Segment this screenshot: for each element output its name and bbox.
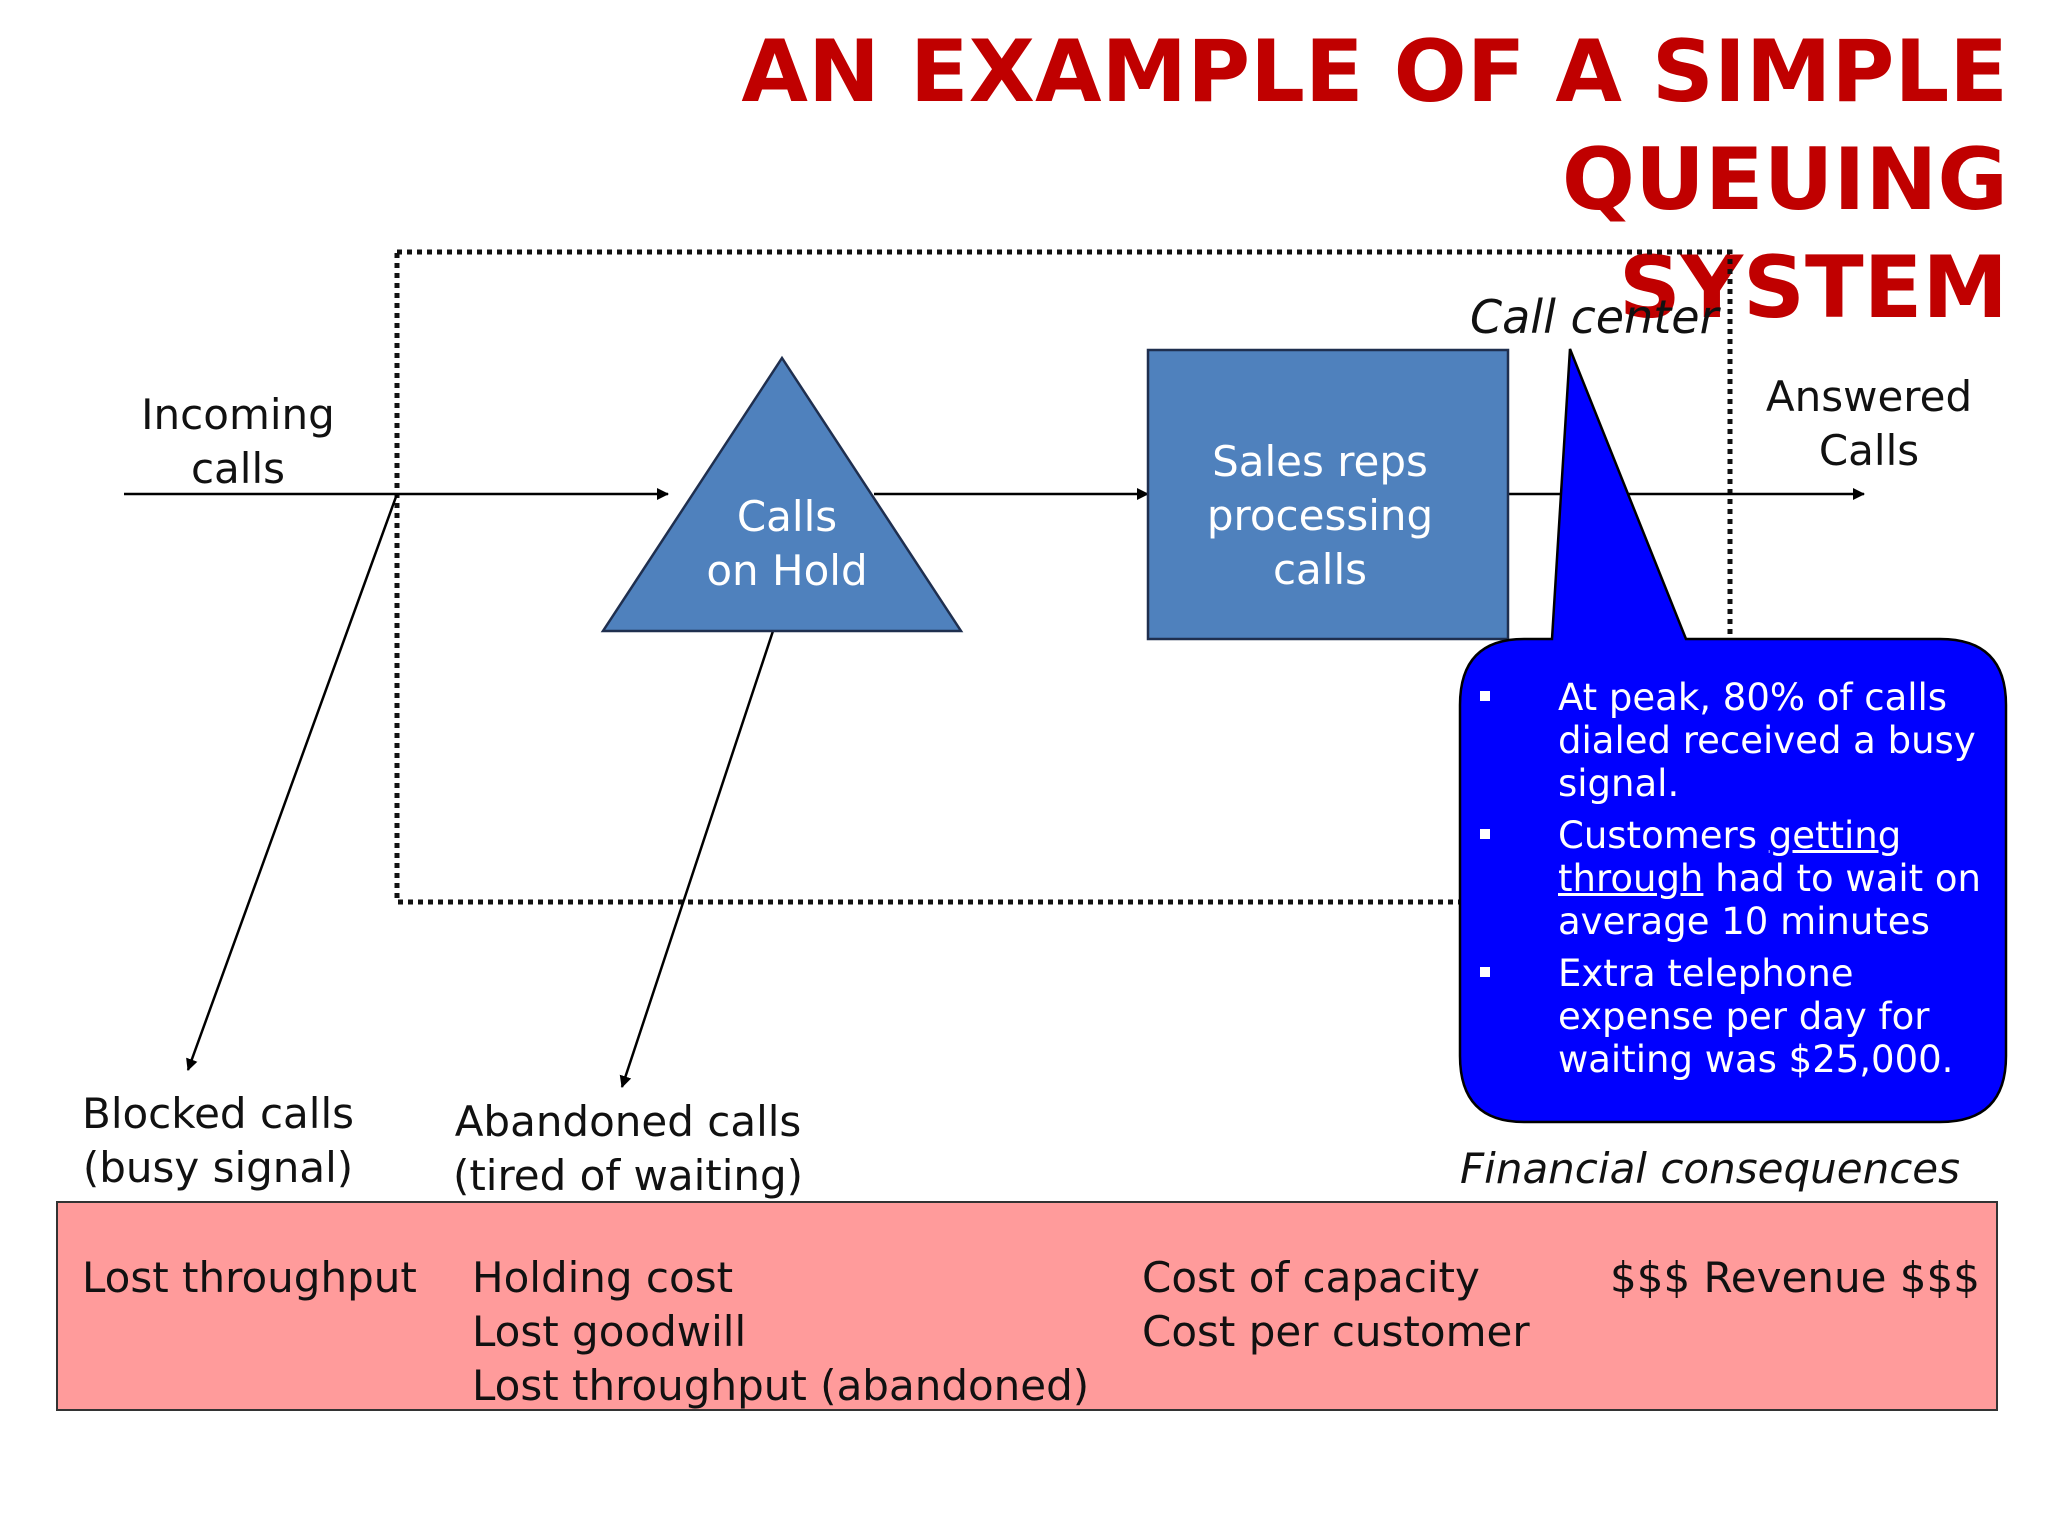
- callout-bubble: [1458, 348, 2008, 1124]
- blocked-calls-label: Blocked calls (busy signal): [68, 1087, 368, 1195]
- consequence-column-blocked: Lost throughput: [82, 1251, 417, 1305]
- call-center-boundary: [394, 249, 1733, 905]
- consequence-column-answered: $$$ Revenue $$$: [1610, 1251, 1980, 1305]
- blocked-calls-label-line2: (busy signal): [82, 1143, 354, 1192]
- consequence-item: Lost throughput (abandoned): [472, 1361, 1090, 1410]
- callout-bullet-underlined-text: getting through: [1558, 814, 1902, 900]
- callout-bullet-text: At peak, 80% of calls dialed received a …: [1558, 676, 1976, 805]
- callout-bullet: At peak, 80% of calls dialed received a …: [1480, 676, 2020, 805]
- slide-title: AN EXAMPLE OF A SIMPLE QUEUING SYSTEM: [308, 18, 2008, 342]
- consequence-column-hold: Holding cost Lost goodwill Lost throughp…: [472, 1251, 1089, 1413]
- incoming-calls-label-line1: Incoming: [141, 390, 335, 439]
- callout-bullet-text: Customers: [1558, 814, 1769, 857]
- calls-on-hold-label: Calls on Hold: [672, 490, 902, 598]
- consequence-item: Holding cost: [472, 1253, 734, 1302]
- consequence-item: Cost of capacity: [1142, 1253, 1480, 1302]
- consequence-item: Lost goodwill: [472, 1307, 747, 1356]
- financial-consequences-heading: Financial consequences: [1460, 1144, 1961, 1193]
- calls-on-hold-label-line2: on Hold: [706, 546, 868, 595]
- slide-title-line1: AN EXAMPLE OF A SIMPLE QUEUING: [741, 22, 2008, 230]
- sales-reps-label-line2: processing: [1206, 491, 1434, 540]
- sales-reps-label-line1: Sales reps: [1212, 437, 1428, 486]
- answered-calls-label: Answered Calls: [1756, 370, 1982, 478]
- consequence-item: $$$ Revenue $$$: [1610, 1253, 1980, 1302]
- bullet-square-icon: [1480, 691, 1490, 701]
- callout-bullet: Extra telephone expense per day for wait…: [1480, 952, 2020, 1081]
- answered-calls-label-line1: Answered: [1765, 372, 1973, 421]
- abandoned-calls-label-line1: Abandoned calls: [454, 1097, 802, 1146]
- call-center-label: Call center: [1470, 290, 1719, 344]
- callout-bullet-text: Extra telephone expense per day for wait…: [1558, 952, 1954, 1081]
- bullet-square-icon: [1480, 967, 1490, 977]
- sales-reps-label: Sales reps processing calls: [1168, 435, 1472, 597]
- consequence-item: Cost per customer: [1142, 1307, 1530, 1356]
- bullet-square-icon: [1480, 829, 1490, 839]
- callout-bullet: Customers getting through had to wait on…: [1480, 814, 2020, 943]
- incoming-calls-label: Incoming calls: [118, 388, 358, 496]
- sales-reps-box: [1146, 348, 1510, 641]
- answered-calls-label-line2: Calls: [1818, 426, 1920, 475]
- callout-bullet-list: At peak, 80% of calls dialed received a …: [1480, 676, 2020, 1090]
- blocked-calls-label-line1: Blocked calls: [82, 1089, 354, 1138]
- abandoned-calls-label-line2: (tired of waiting): [452, 1151, 804, 1200]
- abandoned-calls-label: Abandoned calls (tired of waiting): [450, 1095, 806, 1203]
- callout-bullet-text: had to wait on average 10 minutes: [1558, 857, 1981, 943]
- consequence-column-sales: Cost of capacity Cost per customer: [1142, 1251, 1530, 1359]
- slide-title-line2: SYSTEM: [1618, 238, 2008, 338]
- financial-consequences-panel: Lost throughput Holding cost Lost goodwi…: [56, 1201, 1998, 1411]
- calls-on-hold-label-line1: Calls: [736, 492, 838, 541]
- abandoned-arrow: [619, 630, 775, 1088]
- sales-reps-label-line3: calls: [1272, 545, 1368, 594]
- consequence-item: Lost throughput: [82, 1253, 417, 1302]
- hold-queue-triangle: [600, 355, 964, 633]
- blocked-arrow: [186, 493, 399, 1071]
- incoming-calls-label-line2: calls: [190, 444, 286, 493]
